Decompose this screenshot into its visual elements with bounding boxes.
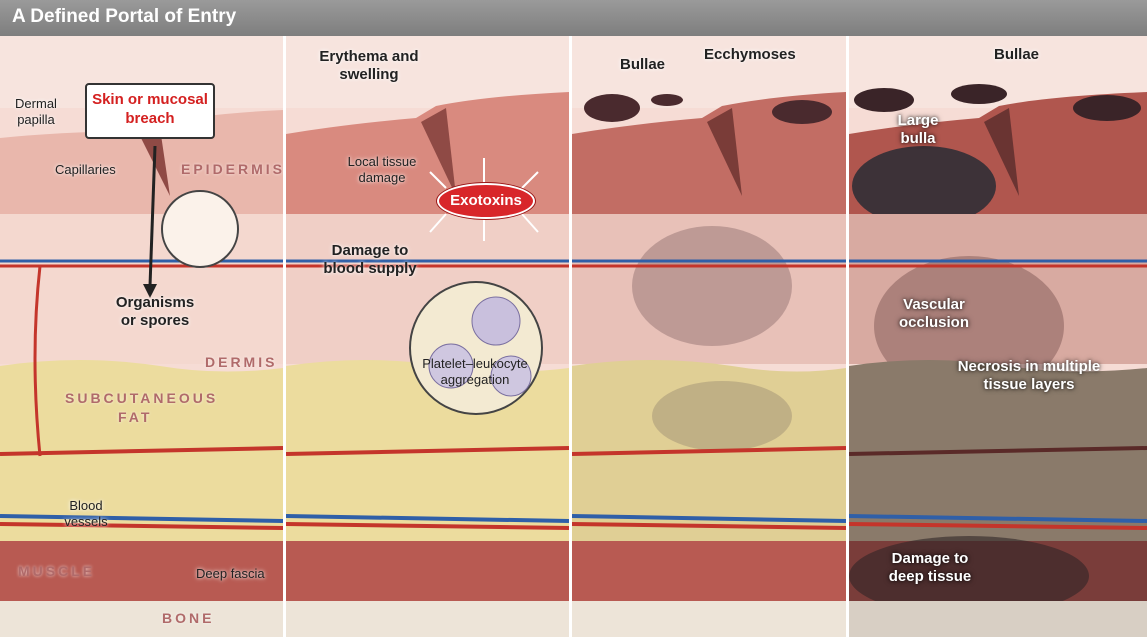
figure-title: A Defined Portal of Entry <box>12 6 237 27</box>
erythema-label: Erythema and swelling <box>319 48 419 83</box>
necrosis-illustration <box>849 36 1147 637</box>
aggregation-label: Platelet–leukocyte aggregation <box>422 356 528 387</box>
large-bulla-label: Large bulla <box>897 112 939 147</box>
vascular-occlusion-label: Vascular occlusion <box>898 296 969 331</box>
blood-supply-label: Damage to blood supply <box>323 242 417 277</box>
skin-breach-label: Skin or mucosal breach <box>92 91 208 127</box>
figure-header: A Defined Portal of Entry <box>0 0 1147 36</box>
deep-tissue-damage-label: Damage to deep tissue <box>888 550 972 585</box>
bullae-label-panel4: Bullae <box>994 46 1040 63</box>
muscle-layer-label: MUSCLE <box>18 563 96 579</box>
panel-1-portal-of-entry: Skin or mucosal breach Dermal papilla Ca… <box>0 36 283 637</box>
local-damage-label: Local tissue damage <box>347 154 417 185</box>
fat-layer-label: FAT <box>118 409 153 425</box>
panel-4-necrosis: Bullae Large bulla Vascular occlusion Ne… <box>849 36 1147 637</box>
deep-fascia-label: Deep fascia <box>196 566 265 581</box>
epidermis-layer-label: EPIDERMIS <box>181 161 283 177</box>
skin-breach-callout <box>85 83 215 139</box>
ecchymoses-illustration <box>572 36 846 637</box>
ecchymoses-label: Ecchymoses <box>704 46 796 63</box>
exotoxins-badge: Exotoxins <box>437 183 535 219</box>
organisms-label: Organisms or spores <box>115 294 195 329</box>
bullae-label-panel3: Bullae <box>620 56 666 73</box>
capillaries-label: Capillaries <box>55 162 116 177</box>
dermal-papilla-label: Dermal papilla <box>15 96 57 127</box>
tissue-layers-illustration <box>0 36 283 637</box>
necrosis-label: Necrosis in multiple tissue layers <box>957 358 1101 393</box>
dermis-layer-label: DERMIS <box>205 354 278 370</box>
blood-vessels-label: Blood vessels <box>64 498 108 529</box>
bone-layer-label: BONE <box>162 610 215 626</box>
panel-3-bullae-ecchymoses: Bullae Ecchymoses <box>572 36 846 637</box>
tissue-damage-illustration <box>286 36 569 637</box>
subcutaneous-layer-label: SUBCUTANEOUS <box>65 390 219 406</box>
panel-2-exotoxins: Erythema and swelling Local tissue damag… <box>286 36 569 637</box>
